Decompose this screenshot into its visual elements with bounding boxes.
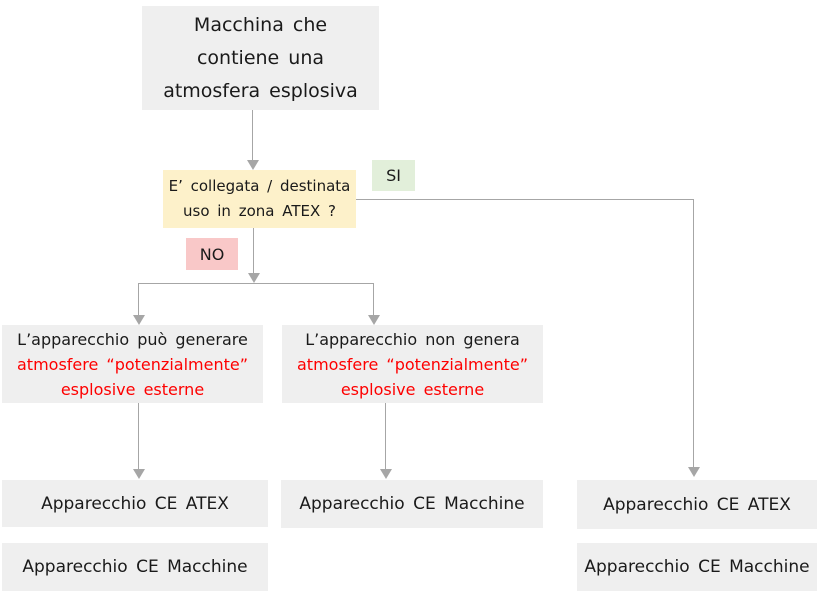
node-text-line: atmosfera esplosiva [163,79,358,102]
node-text-line-red: atmosfere “potenzialmente” [17,354,248,374]
arrowhead-decision-splitter [248,273,260,283]
node-text-line-red: atmosfere “potenzialmente” [297,354,528,374]
connector-left-outcome [138,403,139,469]
arrowhead-center-branch [368,315,380,325]
connector-yes-horizontal [356,199,693,200]
node-text-line-red: esplosive esterne [60,379,205,399]
label-no-badge: NO [186,238,238,270]
yes-label-text: SI [386,166,401,185]
node-text-line: Macchina che [193,13,328,36]
node-text-line: Apparecchio CE Macchine [299,494,525,514]
node-text-line: L’apparecchio non genera [305,329,520,349]
node-outcome-left-ce-macchine: Apparecchio CE Macchine [2,543,268,591]
no-label-text: NO [199,244,225,264]
label-yes-badge: SI [372,160,415,191]
node-text-line: Apparecchio CE ATEX [41,493,229,514]
node-can-generate-atmosphere: L’apparecchio può generare atmosfere “po… [2,325,263,403]
node-text-line: Apparecchio CE ATEX [603,494,791,515]
node-text-line: Apparecchio CE Macchine [22,557,248,577]
connector-splitter-horizontal [138,283,374,284]
connector-start-decision [252,110,253,160]
node-outcome-right-ce-atex: Apparecchio CE ATEX [577,480,817,529]
node-text-line: contiene una [196,46,325,69]
arrowhead-left-outcome [133,469,145,479]
arrowhead-center-outcome [380,469,392,479]
node-outcome-left-ce-atex: Apparecchio CE ATEX [2,480,268,527]
arrowhead-left-branch [133,315,145,325]
node-not-generate-atmosphere: L’apparecchio non genera atmosfere “pote… [282,325,543,403]
arrowhead-start-decision [247,160,259,170]
node-text-line: L’apparecchio può generare [17,329,248,349]
arrowhead-yes-outcome [688,467,700,477]
connector-splitter-center [373,283,374,315]
node-decision-atex-zone: E’ collegata / destinata uso in zona ATE… [163,170,356,228]
connector-splitter-left [138,283,139,315]
node-text-line: uso in zona ATEX ? [183,202,336,220]
node-text-line: E’ collegata / destinata [168,177,351,195]
connector-yes-vertical [693,199,694,467]
node-outcome-right-ce-macchine: Apparecchio CE Macchine [577,543,817,591]
node-outcome-center-ce-macchine: Apparecchio CE Macchine [281,480,543,528]
connector-center-outcome [385,403,386,469]
node-text-line: Apparecchio CE Macchine [584,557,810,577]
node-text-line-red: esplosive esterne [340,379,485,399]
connector-decision-splitter [253,228,254,273]
node-machine-explosive-atmosphere: Macchina che contiene una atmosfera espl… [142,6,379,110]
